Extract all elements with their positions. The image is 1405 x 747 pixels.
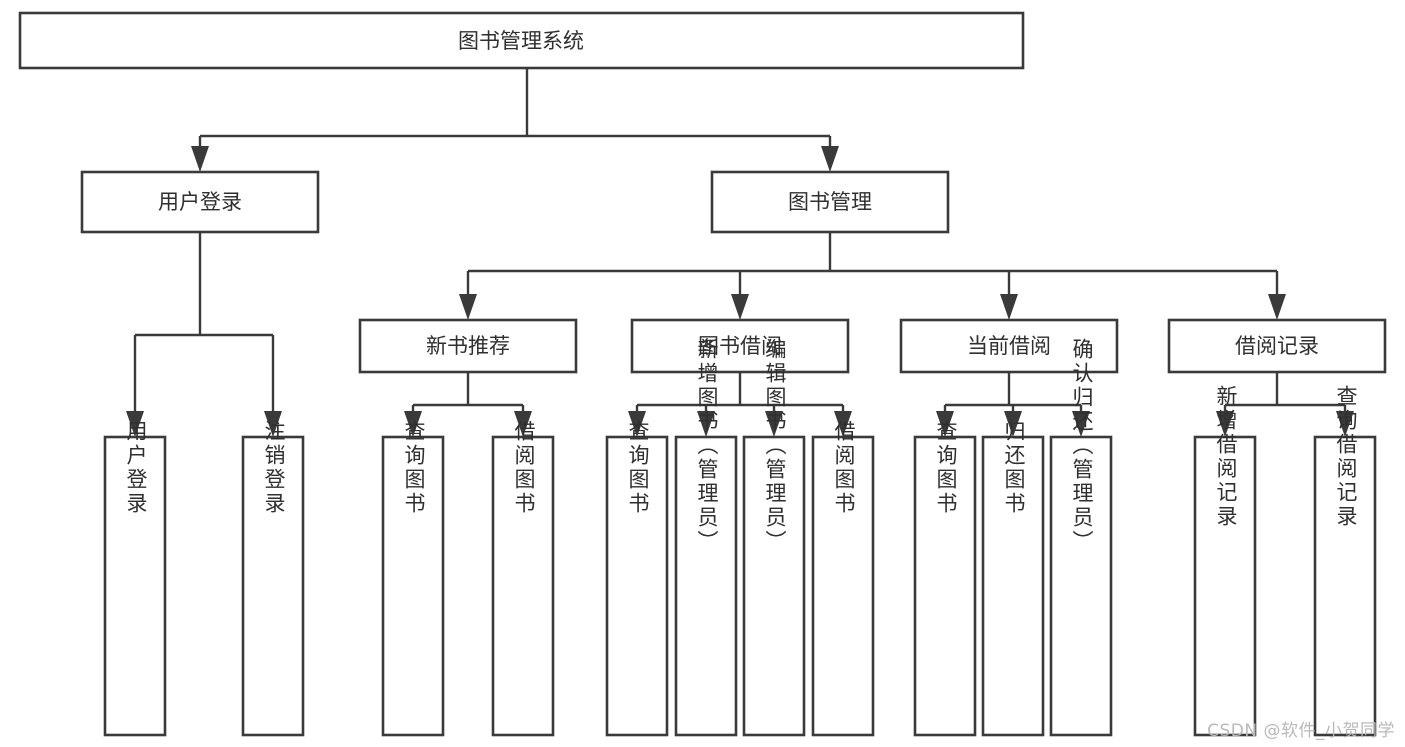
node-book-borrow-label: 图书借阅: [698, 334, 782, 358]
arrowhead-current-borrow: [1000, 294, 1018, 320]
node-leaf-add-book-label: 新增图书（管理员）: [695, 338, 719, 554]
node-leaf-query-book-1[interactable]: 查询图书: [381, 420, 445, 737]
arrowhead-book-borrow: [731, 294, 749, 320]
node-leaf-add-book-box[interactable]: [674, 435, 738, 737]
node-leaf-borrow-book-1-label: 借阅图书: [512, 420, 536, 516]
arrowhead-borrow-record: [1268, 294, 1286, 320]
node-leaf-edit-book-label: 编辑图书（管理员）: [763, 338, 787, 554]
node-leaf-edit-book[interactable]: 编辑图书（管理员）: [742, 338, 806, 737]
node-leaf-confirm-return-label: 确认归还（管理员）: [1070, 338, 1094, 554]
node-book-manage[interactable]: 图书管理: [710, 170, 950, 234]
node-leaf-return-book-label: 归还图书: [1002, 420, 1026, 516]
node-leaf-query-book-2[interactable]: 查询图书: [605, 420, 669, 737]
node-leaf-return-book-box[interactable]: [981, 435, 1045, 737]
node-leaf-user-logout[interactable]: 注销登录: [241, 420, 305, 737]
arrowhead-leaf-borrow-book-1: [514, 411, 532, 437]
node-leaf-query-book-3-box[interactable]: [913, 435, 977, 737]
node-leaf-borrow-book-2-box[interactable]: [811, 435, 875, 737]
node-leaf-edit-book-box[interactable]: [742, 435, 806, 737]
node-book-manage-box[interactable]: [710, 170, 950, 234]
node-book-borrow-box[interactable]: [630, 318, 850, 374]
connector-layer: [126, 68, 1354, 437]
node-user-login-label: 用户登录: [158, 190, 242, 214]
node-leaf-return-book[interactable]: 归还图书: [981, 420, 1045, 737]
arrowhead-leaf-add-book: [697, 411, 715, 437]
node-user-login-box[interactable]: [80, 170, 320, 234]
node-leaf-query-book-3-label: 查询图书: [934, 420, 958, 516]
node-new-book-recommend[interactable]: 新书推荐: [358, 318, 578, 374]
node-leaf-query-book-1-label: 查询图书: [402, 420, 426, 516]
node-current-borrow[interactable]: 当前借阅: [899, 318, 1119, 374]
node-book-borrow[interactable]: 图书借阅: [630, 318, 850, 374]
arrowhead-leaf-confirm-return: [1072, 411, 1090, 437]
node-borrow-record-box[interactable]: [1167, 318, 1387, 374]
node-current-borrow-label: 当前借阅: [967, 334, 1051, 358]
node-root-label: 图书管理系统: [458, 29, 584, 53]
node-leaf-user-logout-box[interactable]: [241, 435, 305, 737]
node-leaf-borrow-book-1[interactable]: 借阅图书: [491, 420, 555, 737]
arrowhead-leaf-query-record: [1336, 411, 1354, 437]
node-leaf-query-book-2-label: 查询图书: [626, 420, 650, 516]
arrowhead-leaf-borrow-book-2: [834, 411, 852, 437]
arrowhead-leaf-add-record: [1216, 411, 1234, 437]
node-leaf-query-book-1-box[interactable]: [381, 435, 445, 737]
arrowhead-leaf-return-book: [1004, 411, 1022, 437]
arrowhead-leaf-user-logout: [264, 411, 282, 437]
node-leaf-add-record-label: 新增借阅记录: [1214, 385, 1238, 529]
node-leaf-query-book-3[interactable]: 查询图书: [913, 420, 977, 737]
node-leaf-add-record-box[interactable]: [1193, 435, 1257, 737]
arrowhead-leaf-edit-book: [765, 411, 783, 437]
node-new-book-recommend-label: 新书推荐: [426, 334, 510, 358]
arrowhead-leaf-user-login: [126, 411, 144, 437]
arrowhead-user-login: [191, 146, 209, 172]
node-leaf-confirm-return[interactable]: 确认归还（管理员）: [1049, 338, 1113, 737]
node-borrow-record[interactable]: 借阅记录: [1167, 318, 1387, 374]
node-borrow-record-label: 借阅记录: [1235, 334, 1319, 358]
node-leaf-query-record-box[interactable]: [1313, 435, 1377, 737]
node-user-login[interactable]: 用户登录: [80, 170, 320, 234]
node-leaf-query-record[interactable]: 查询借阅记录: [1313, 385, 1377, 737]
arrowhead-leaf-query-book-1: [404, 411, 422, 437]
node-leaf-user-logout-label: 注销登录: [262, 420, 286, 516]
node-leaf-borrow-book-2-label: 借阅图书: [832, 420, 856, 516]
node-leaf-borrow-book-2[interactable]: 借阅图书: [811, 420, 875, 737]
arrowhead-new-book-recommend: [459, 294, 477, 320]
node-leaf-confirm-return-box[interactable]: [1049, 435, 1113, 737]
node-leaf-user-login-label: 用户登录: [124, 420, 148, 516]
node-current-borrow-box[interactable]: [899, 318, 1119, 374]
node-root-box[interactable]: [18, 11, 1025, 70]
node-leaf-query-book-2-box[interactable]: [605, 435, 669, 737]
node-book-manage-label: 图书管理: [788, 190, 872, 214]
node-leaf-borrow-book-1-box[interactable]: [491, 435, 555, 737]
arrowhead-leaf-query-book-3: [936, 411, 954, 437]
arrowhead-book-manage: [821, 146, 839, 172]
node-root[interactable]: 图书管理系统: [18, 11, 1025, 70]
node-leaf-user-login-box[interactable]: [103, 435, 167, 737]
node-leaf-add-book[interactable]: 新增图书（管理员）: [674, 338, 738, 737]
node-leaf-user-login[interactable]: 用户登录: [103, 420, 167, 737]
node-new-book-recommend-box[interactable]: [358, 318, 578, 374]
arrowhead-leaf-query-book-2: [628, 411, 646, 437]
node-leaf-query-record-label: 查询借阅记录: [1334, 385, 1358, 529]
node-leaf-add-record[interactable]: 新增借阅记录: [1193, 385, 1257, 737]
